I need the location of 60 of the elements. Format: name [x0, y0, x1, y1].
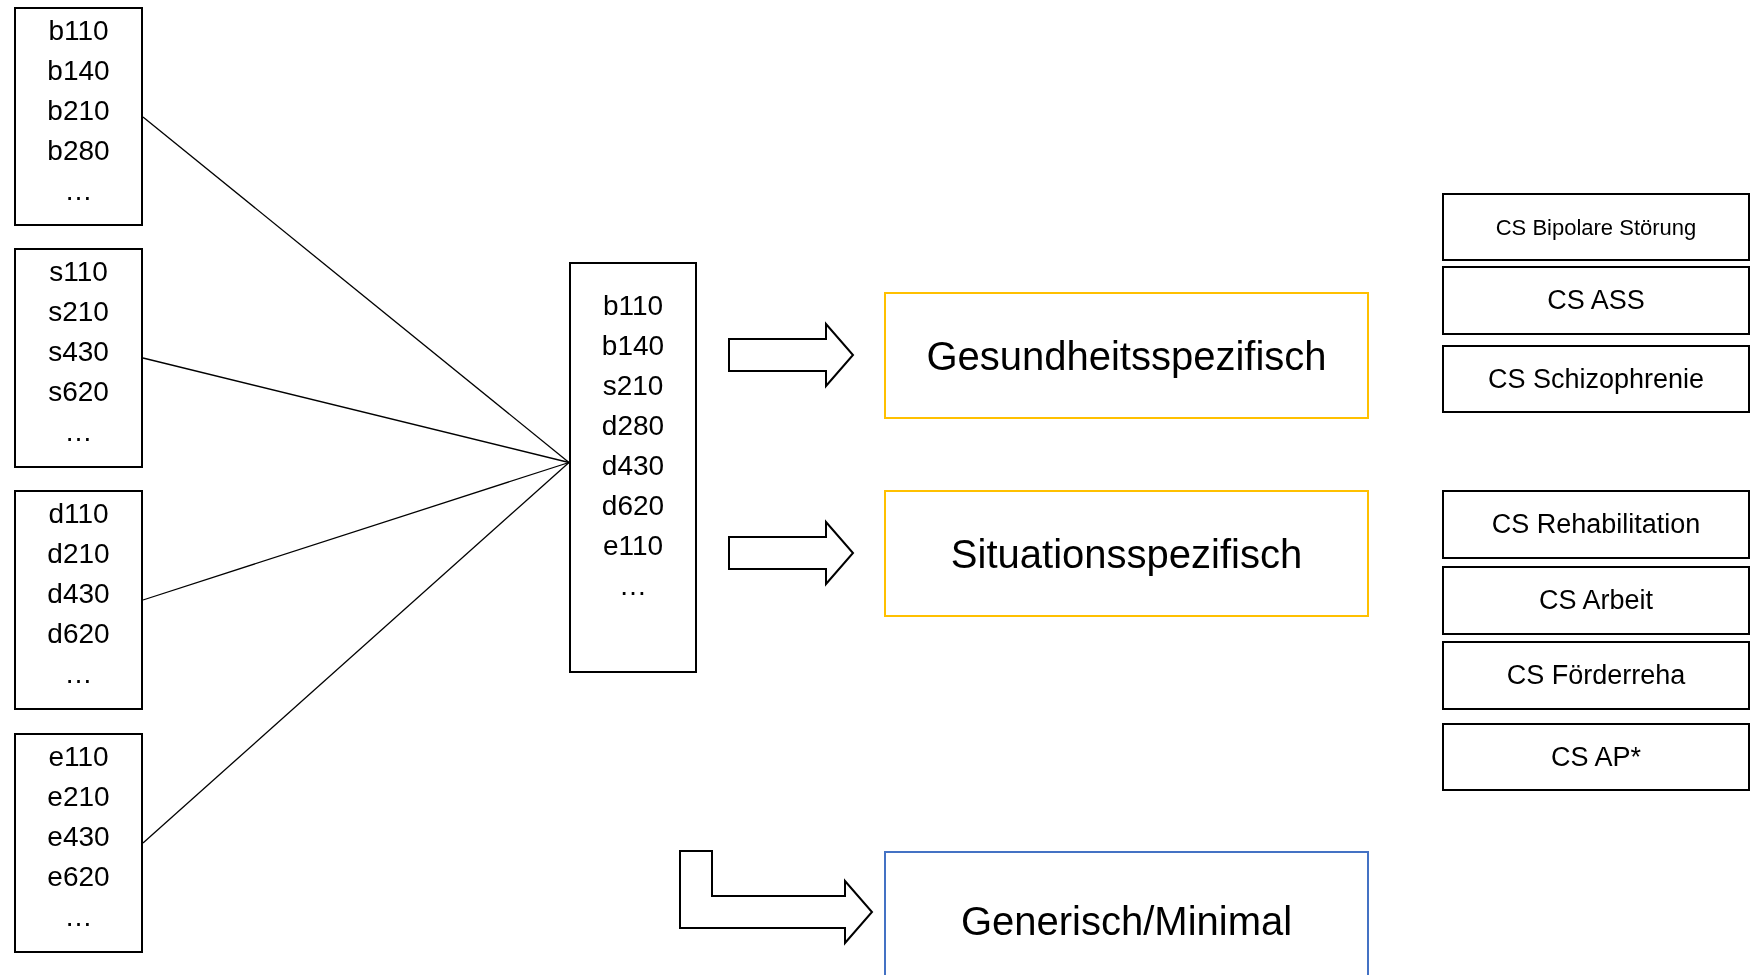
code-list-box: [14, 490, 143, 710]
core-set-box: [1442, 723, 1750, 791]
code-list-box: [569, 262, 697, 673]
box-text: b210: [47, 94, 110, 128]
box-text: d280: [601, 409, 665, 443]
block-arrow: [728, 519, 855, 587]
code-list-box: [14, 7, 143, 226]
box-text: d620: [601, 489, 665, 523]
box-text: e110: [602, 529, 664, 563]
box-text: b140: [47, 54, 110, 88]
box-text: CS Arbeit: [1538, 584, 1654, 618]
core-set-box: [1442, 345, 1750, 413]
box-text: e620: [47, 860, 110, 894]
connector-line: [142, 461, 570, 844]
core-set-box: [1442, 641, 1750, 710]
category-box: [884, 851, 1369, 975]
box-text: CS Förderreha: [1506, 659, 1686, 693]
box-text: CS Rehabilitation: [1491, 508, 1701, 542]
connector-line: [142, 357, 570, 464]
core-set-box: [1442, 266, 1750, 335]
box-text: Generisch/Minimal: [960, 898, 1293, 945]
box-text: CS Schizophrenie: [1487, 362, 1705, 396]
box-text: e110: [48, 740, 109, 774]
core-set-box: [1442, 490, 1750, 559]
box-text: d430: [601, 449, 665, 483]
box-text: e430: [47, 820, 110, 854]
connector-line: [142, 461, 570, 601]
box-text: e210: [47, 780, 110, 814]
box-text: …: [64, 900, 93, 934]
connector-line: [142, 116, 570, 464]
box-text: CS Bipolare Störung: [1495, 213, 1697, 242]
box-text: …: [619, 569, 647, 603]
box-text: s110: [49, 255, 108, 289]
block-arrow: [728, 321, 855, 389]
box-text: s620: [48, 375, 109, 409]
box-text: d620: [47, 617, 110, 651]
box-text: Gesundheitsspezifisch: [926, 332, 1327, 380]
box-text: CS ASS: [1547, 284, 1645, 318]
box-text: …: [64, 415, 93, 449]
box-text: b280: [47, 134, 110, 168]
box-text: s210: [602, 369, 664, 403]
box-text: Situationsspezifisch: [950, 530, 1303, 578]
code-list-box: [14, 733, 143, 953]
core-set-box: [1442, 566, 1750, 635]
core-set-box: [1442, 193, 1750, 261]
box-text: …: [64, 657, 93, 691]
category-box: [884, 292, 1369, 419]
box-text: s430: [48, 335, 109, 369]
box-text: d110: [48, 497, 109, 531]
category-box: [884, 490, 1369, 617]
box-text: d210: [47, 537, 110, 571]
code-list-box: [14, 248, 143, 468]
box-text: b140: [601, 329, 665, 363]
box-text: …: [64, 174, 93, 208]
box-text: CS AP*: [1550, 740, 1641, 774]
box-text: d430: [47, 577, 110, 611]
block-arrow: [679, 850, 874, 946]
box-text: b110: [602, 289, 664, 323]
box-text: s210: [48, 295, 109, 329]
box-text: b110: [48, 14, 109, 48]
